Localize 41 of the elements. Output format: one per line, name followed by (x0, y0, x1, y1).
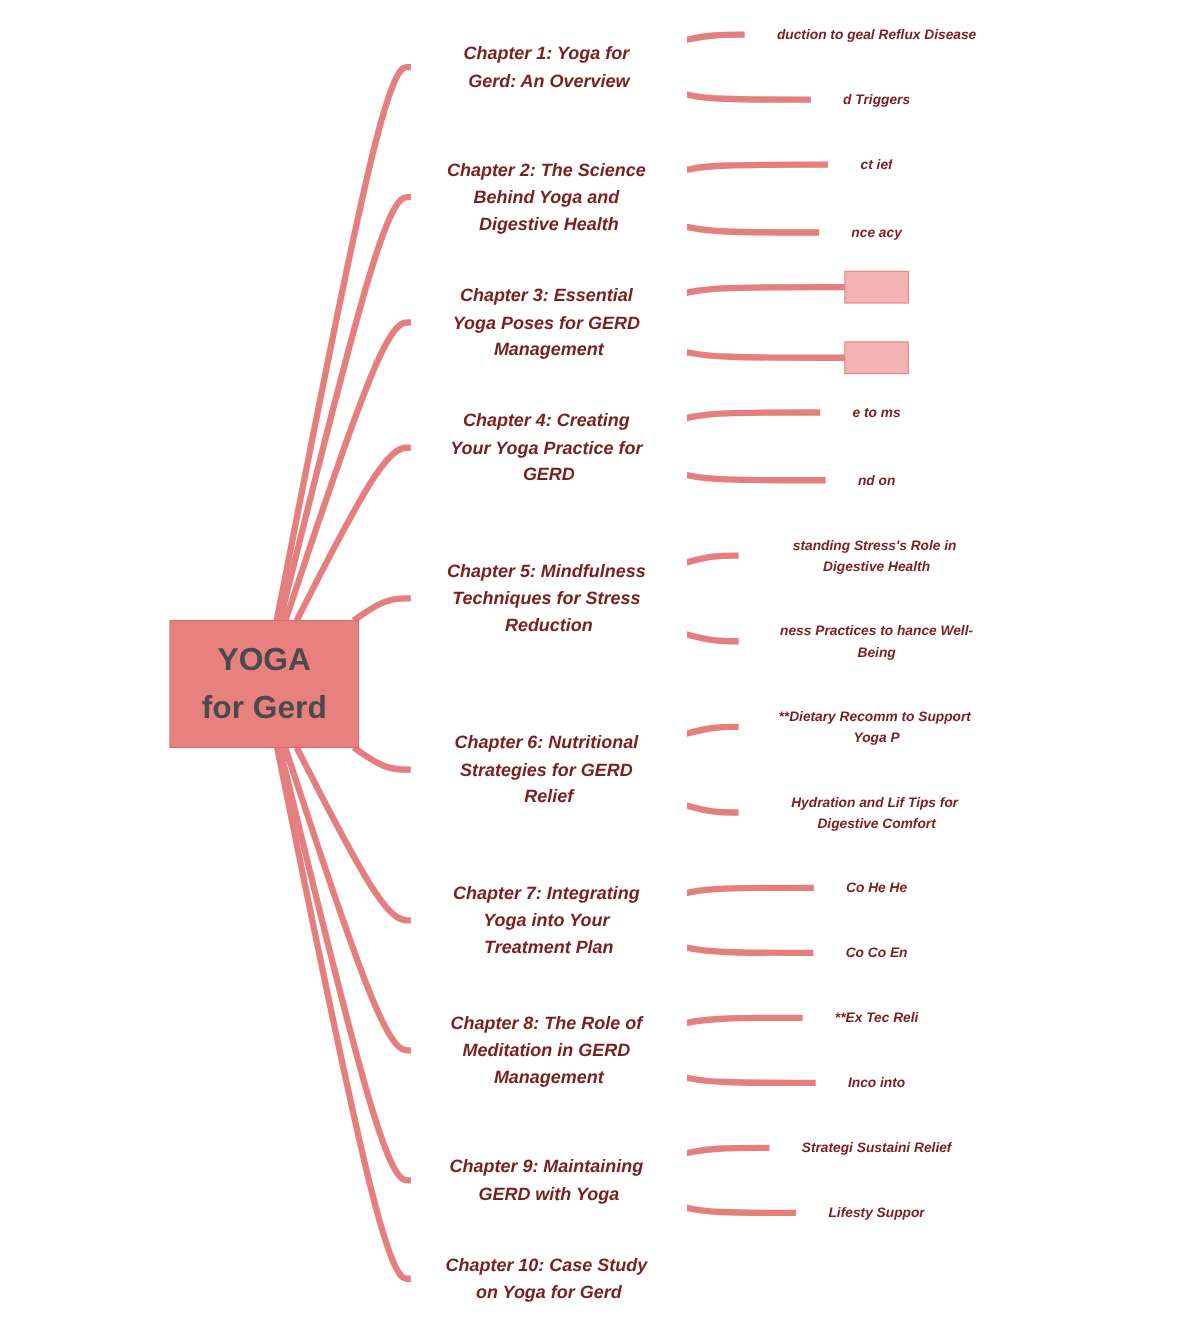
connector (685, 348, 845, 361)
connector (274, 746, 412, 1282)
connector (276, 746, 412, 1184)
node-text: Chapter 3: Essential Yoga Poses for GERD Management (452, 285, 640, 360)
node-text: Chapter 2: The Science Behind Yoga and Digestive Health (446, 159, 646, 234)
node-box: YOGA for Gerd (169, 620, 360, 748)
node-box (844, 270, 909, 304)
connector (685, 1144, 770, 1157)
connector (685, 631, 740, 645)
connector (276, 194, 412, 622)
connector (685, 723, 740, 737)
connector (282, 319, 412, 622)
connector (685, 284, 845, 296)
node-text: Chapter 9: Maintaining GERD with Yoga (449, 1156, 644, 1204)
node-box (844, 341, 909, 375)
connector (685, 1074, 817, 1087)
connector (685, 223, 820, 236)
connector (685, 1204, 797, 1217)
connector (351, 595, 412, 624)
connector (282, 746, 412, 1054)
connector (293, 746, 412, 924)
connector (685, 31, 746, 43)
node-text: Chapter 8: The Role of Meditation in GERD Management (450, 1013, 643, 1088)
connector (685, 884, 815, 897)
connector (685, 91, 812, 103)
connector (685, 471, 827, 484)
node-text: Chapter 7: Integrating Yoga into Your Treatment Plan (452, 883, 640, 958)
connector (351, 744, 412, 773)
connector (685, 409, 821, 422)
connector (685, 802, 740, 816)
connector (685, 944, 814, 956)
connector (685, 552, 740, 566)
connector (273, 63, 412, 622)
node-text: Chapter 6: Nutritional Strategies for GERD Relief (454, 732, 639, 807)
node-text: Chapter 1: Yoga for Gerd: An Overview (463, 43, 630, 91)
node-text: Chapter 5: Mindfulness Techniques for Stress Reduction (446, 561, 646, 636)
connector (685, 161, 829, 173)
connector (685, 1014, 804, 1027)
node-text: Chapter 4: Creating Your Yoga Practice for GERD (450, 410, 643, 485)
connector (293, 444, 412, 623)
node-text: Chapter 10: Case Study on Yoga for Gerd (445, 1254, 648, 1302)
